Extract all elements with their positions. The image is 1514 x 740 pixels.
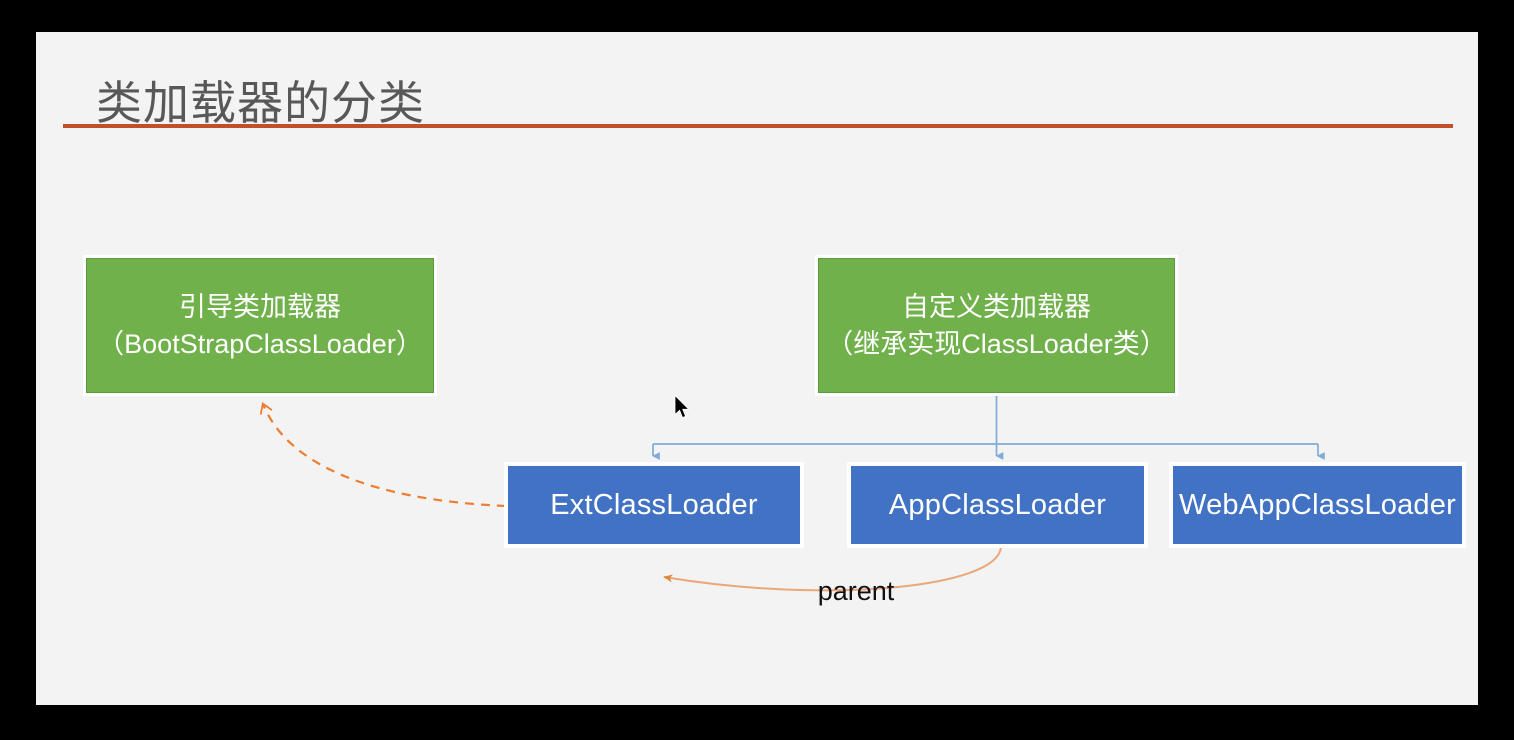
node-app-label: AppClassLoader	[888, 488, 1107, 521]
node-ext-label: ExtClassLoader	[550, 488, 758, 521]
node-webapp-class-loader[interactable]: WebAppClassLoader	[1169, 462, 1466, 548]
mouse-pointer-icon	[674, 395, 690, 419]
node-custom-line2: （继承实现ClassLoader类）	[826, 328, 1167, 359]
node-bootstrap-line1: 引导类加载器	[179, 292, 341, 323]
node-custom-class-loader[interactable]: 自定义类加载器 （继承实现ClassLoader类）	[815, 255, 1178, 396]
node-app-class-loader[interactable]: AppClassLoader	[847, 462, 1148, 548]
presentation-slide: 类加载器的分类	[36, 32, 1478, 705]
tree-connector-custom-to-children	[652, 393, 1325, 460]
title-divider	[63, 124, 1453, 128]
node-bootstrap-class-loader[interactable]: 引导类加载器 （BootStrapClassLoader）	[83, 255, 437, 396]
page-title: 类加载器的分类	[96, 77, 425, 129]
node-custom-line1: 自定义类加载器	[902, 292, 1091, 323]
edge-label-parent: parent	[817, 576, 895, 606]
edge-ext-to-bootstrap	[259, 401, 507, 508]
node-webapp-label: WebAppClassLoader	[1179, 488, 1456, 521]
node-ext-class-loader[interactable]: ExtClassLoader	[504, 462, 804, 548]
node-bootstrap-line2: （BootStrapClassLoader）	[97, 328, 423, 359]
class-loader-hierarchy-diagram: 引导类加载器 （BootStrapClassLoader） 自定义类加载器 （继…	[36, 32, 1478, 705]
